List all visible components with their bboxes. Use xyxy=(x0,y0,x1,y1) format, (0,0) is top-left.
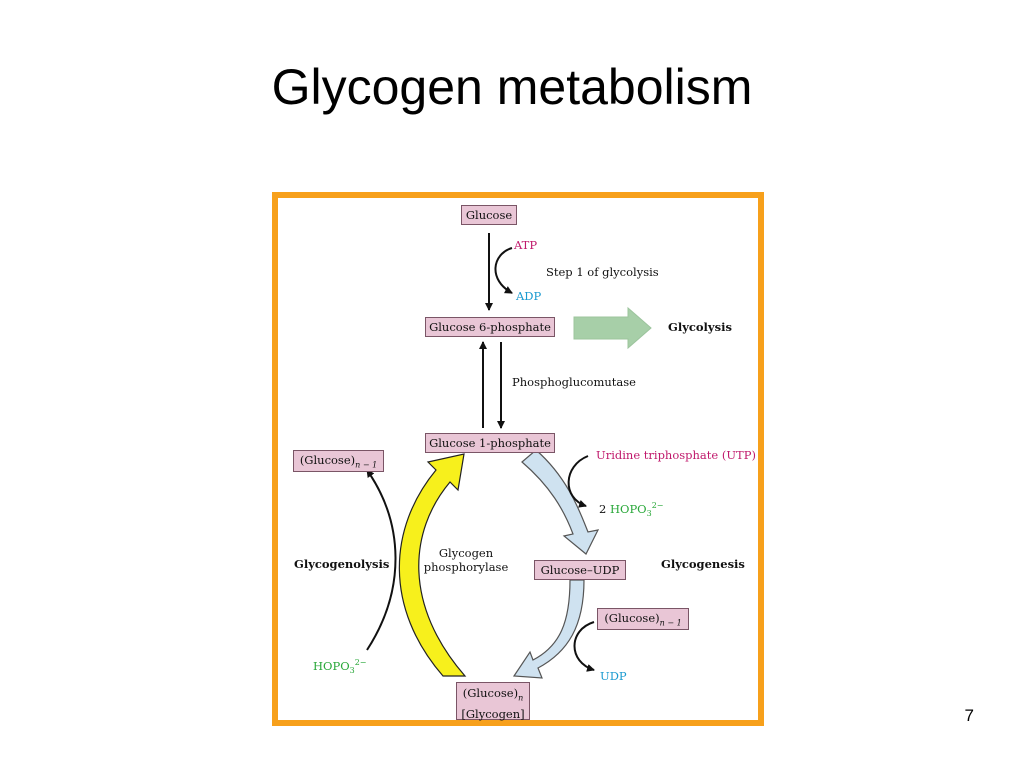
glycogen-metabolism-diagram: Glucose Glucose 6-phosphate Glucose 1-ph… xyxy=(272,192,764,726)
step-1-glycolysis-label: Step 1 of glycolysis xyxy=(546,265,659,279)
glucose-n-minus-1-to-udp-curve-arrow xyxy=(573,621,595,672)
glycogen-box-glucose: (Glucose) xyxy=(462,686,519,700)
glucose-6-phosphate-box: Glucose 6-phosphate xyxy=(425,317,555,337)
page-number: 7 xyxy=(964,706,974,725)
glycogen-phosphorylase-line2: phosphorylase xyxy=(423,559,509,574)
glucose-n-minus-1-right-label: (Glucose) xyxy=(604,611,660,625)
atp-label: ATP xyxy=(514,238,538,252)
glycolysis-label: Glycolysis xyxy=(668,320,732,334)
phosphate-left-label: HOPO32− xyxy=(313,658,367,676)
utp-pi-curve-arrow xyxy=(567,455,589,508)
two-phosphate-sup: 2− xyxy=(651,501,664,510)
glycogenolysis-label: Glycogenolysis xyxy=(294,557,390,571)
two-phosphate-label: 2 HOPO32− xyxy=(599,501,664,519)
glycogen-box-sub: n xyxy=(518,693,524,703)
glycogenesis-label: Glycogenesis xyxy=(661,557,745,571)
glycogen-phosphorylase-line1: Glycogen xyxy=(438,546,494,560)
glucose-n-minus-1-left-sub: n − 1 xyxy=(355,460,378,470)
diagram-arrows xyxy=(366,233,652,679)
two-phosphate-coef: 2 xyxy=(599,501,610,516)
glycogen-phosphorylase-arrow xyxy=(398,453,467,677)
glucose-n-minus-1-right-sub: n − 1 xyxy=(659,618,682,628)
glycogenolysis-curve-arrow xyxy=(366,469,397,651)
adp-label: ADP xyxy=(516,289,542,303)
two-phosphate-hopo: HOPO xyxy=(609,501,647,516)
phosphate-left-hopo: HOPO xyxy=(313,658,350,673)
glycogen-box: (Glucose)n [Glycogen] xyxy=(456,682,530,722)
glycolysis-arrow xyxy=(573,306,652,350)
glucose-n-minus-1-left-box: (Glucose)n − 1 xyxy=(293,450,384,472)
glucose-1-phosphate-box: Glucose 1-phosphate xyxy=(425,433,555,453)
glycogen-phosphorylase-label: Glycogen phosphorylase xyxy=(418,546,514,575)
phosphate-left-sup: 2− xyxy=(354,658,367,667)
glycogen-box-line2: [Glycogen] xyxy=(461,707,525,722)
glucose-box: Glucose xyxy=(461,205,517,225)
glucose-udp-box: Glucose–UDP xyxy=(534,560,626,580)
glucose-n-minus-1-left-label: (Glucose) xyxy=(299,453,356,467)
udp-label: UDP xyxy=(600,669,627,683)
slide-title: Glycogen metabolism xyxy=(271,59,753,115)
atp-adp-curve-arrow xyxy=(494,247,513,294)
uridine-triphosphate-label: Uridine triphosphate (UTP) xyxy=(596,448,756,462)
g1p-to-udp-glucose-arrow xyxy=(521,449,600,555)
glycogen-box-line1: (Glucose)n xyxy=(457,685,529,706)
udp-glucose-to-glycogen-arrow xyxy=(512,579,585,679)
phosphoglucomutase-label: Phosphoglucomutase xyxy=(512,375,636,389)
two-phosphate-sub: 3 xyxy=(646,509,652,519)
phosphate-left-sub: 3 xyxy=(349,666,355,676)
glucose-n-minus-1-right-box: (Glucose)n − 1 xyxy=(597,608,689,630)
